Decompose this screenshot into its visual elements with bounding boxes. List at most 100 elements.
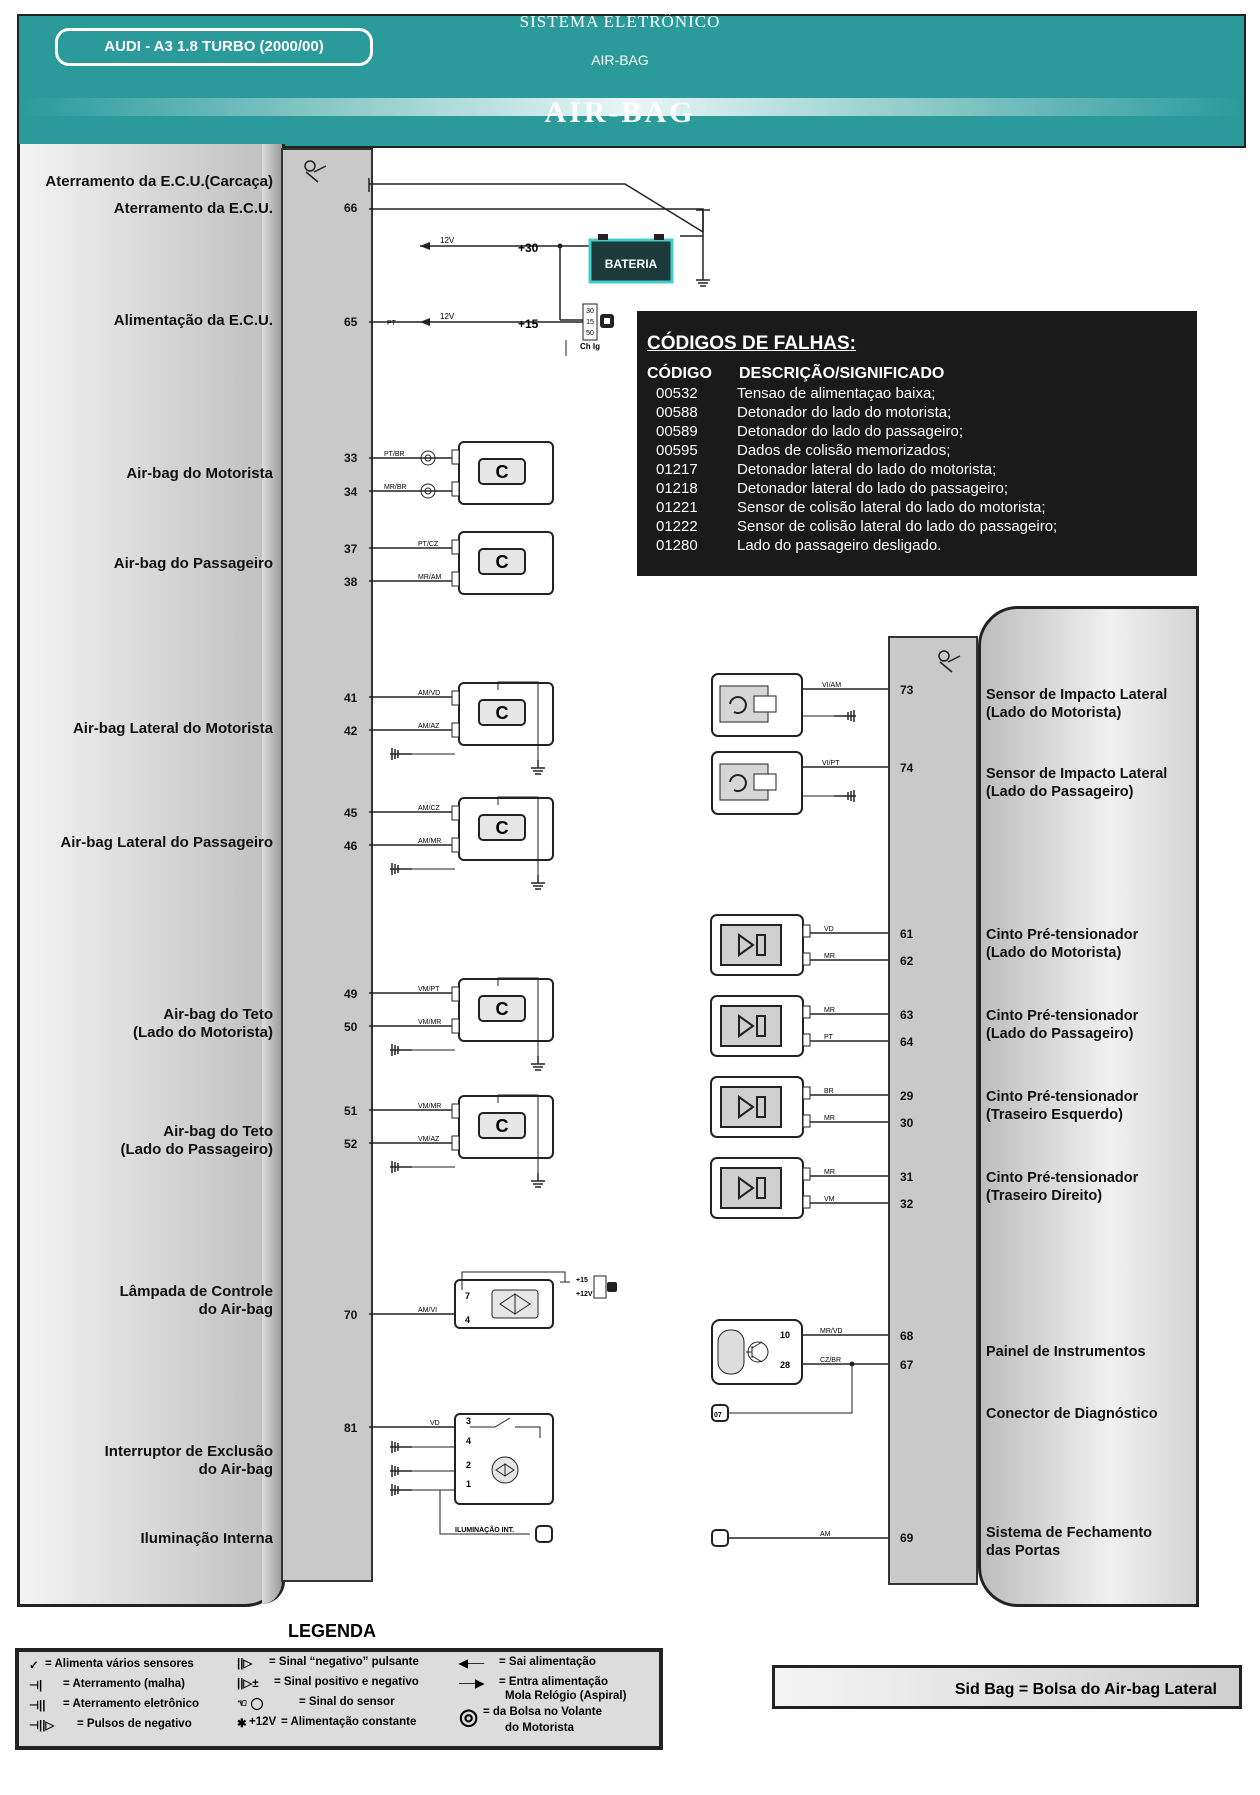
ign-pin-15: 15 (586, 319, 594, 326)
label-pretensioner-rear-right: Cinto Pré-tensionador(Traseiro Direito) (986, 1169, 1138, 1205)
battery-label: BATERIA (605, 257, 658, 271)
sidbag-note: Sid Bag = Bolsa do Air-bag Lateral (772, 1665, 1242, 1709)
fault-codes-box: CÓDIGOS DE FALHAS: CÓDIGO DESCRIÇÃO/SIGN… (637, 311, 1197, 576)
fault-desc: Detonador do lado do passageiro; (737, 423, 963, 440)
fault-desc: Lado do passageiro desligado. (737, 537, 942, 554)
pin-64: 64 (900, 1035, 914, 1049)
label-line-1: Sensor de Impacto Lateral (986, 687, 1168, 703)
wire-70: AM/VI (418, 1307, 437, 1314)
label-line-1: Air-bag do Teto (163, 1123, 273, 1140)
lamp-plus15: +15 (576, 1277, 588, 1284)
label-line-1: Air-bag do Teto (163, 1006, 273, 1023)
label-side-sensor-driver: Sensor de Impacto Lateral(Lado do Motori… (986, 686, 1167, 722)
ip-pin-10: 10 (780, 1330, 790, 1340)
roof-airbag-passenger (369, 1094, 554, 1188)
wire-41: AM/VD (418, 690, 440, 697)
pin-62: 62 (900, 954, 914, 968)
legend-check-icon: ✓ (29, 1660, 39, 1672)
pin-70: 70 (344, 1308, 358, 1322)
ecu-right-connector (888, 636, 978, 1585)
wire-68: MR/VD (820, 1328, 843, 1335)
wire-29: BR (824, 1088, 834, 1095)
plus15-label: +15 (518, 317, 539, 331)
pin-65: 65 (344, 315, 358, 329)
label-line-2: (Traseiro Direito) (986, 1188, 1103, 1204)
fault-code: 00595 (656, 442, 698, 459)
pin-38: 38 (344, 575, 358, 589)
fault-code: 00588 (656, 404, 698, 421)
roof-airbag-driver (369, 977, 554, 1071)
side-sensor-passenger (711, 751, 888, 815)
passenger-airbag (369, 531, 554, 595)
pin-67: 67 (900, 1358, 914, 1372)
wire-46: AM/MR (418, 838, 441, 845)
side-sensor-driver (711, 673, 888, 737)
legend-mesh-icon: ⊣| (29, 1680, 43, 1692)
label-line-2: (Lado do Motorista) (133, 1024, 273, 1041)
pin-52: 52 (344, 1137, 358, 1151)
wire-62: MR (824, 953, 835, 960)
warning-lamp (369, 1271, 617, 1329)
power-15-line (369, 318, 592, 326)
pin-30: 30 (900, 1116, 914, 1130)
switch-pin-2: 2 (466, 1460, 471, 1470)
label-pretensioner-rear-left: Cinto Pré-tensionador(Traseiro Esquerdo) (986, 1088, 1138, 1124)
left-label-panel (17, 144, 285, 1607)
label-line-1: Cinto Pré-tensionador (986, 1089, 1139, 1105)
legend-neg-pulse-icon: ||▷ (237, 1658, 253, 1670)
label-line-2: do Air-bag (198, 1461, 273, 1478)
wire-74: VI/PT (822, 760, 840, 767)
system-title: SISTEMA ELETRÔNICO (519, 12, 721, 31)
wire-61: VD (824, 926, 834, 933)
pin-81: 81 (344, 1421, 358, 1435)
legend-12v: +12V (249, 1716, 277, 1728)
label-driver-side-airbag: Air-bag Lateral do Motorista (72, 720, 273, 737)
pin-46: 46 (344, 839, 358, 853)
pretensioner-rear-right (710, 1157, 888, 1219)
pin-34: 34 (344, 485, 358, 499)
label-interior-light: Iluminação Interna (140, 1530, 273, 1547)
label-driver-airbag: Air-bag do Motorista (126, 465, 273, 482)
label-line-2: das Portas (986, 1543, 1061, 1559)
wire-67: CZ/BR (820, 1357, 841, 1364)
legend-item: = Sai alimentação (499, 1656, 596, 1668)
v12-label-1: 12V (440, 236, 455, 245)
legend-item: = Entra alimentação (499, 1676, 608, 1688)
wire-32: VM (824, 1196, 835, 1203)
pin-32: 32 (900, 1197, 914, 1211)
label-pretensioner-passenger: Cinto Pré-tensionador(Lado do Passageiro… (986, 1007, 1138, 1043)
wire-pt: PT (387, 320, 397, 327)
wire-31: MR (824, 1169, 835, 1176)
legend-item: Mola Relógio (Aspiral) (505, 1690, 627, 1702)
fault-desc: Tensao de alimentaçao baixa; (737, 385, 936, 402)
legend-item: do Motorista (505, 1722, 574, 1734)
pin-63: 63 (900, 1008, 914, 1022)
legend-item: = Alimenta vários sensores (45, 1658, 194, 1670)
system-subtitle: AIR-BAG (591, 52, 649, 68)
label-line-1: Interruptor de Exclusão (104, 1443, 273, 1460)
label-ecu-ground: Aterramento da E.C.U. (113, 200, 273, 217)
fault-desc: Detonador lateral do lado do motorista; (737, 461, 997, 478)
fault-codes-title: CÓDIGOS DE FALHAS: (647, 333, 857, 354)
fault-code: 00532 (656, 385, 698, 402)
label-line-2: do Air-bag (198, 1301, 273, 1318)
switch-pin-3: 3 (466, 1416, 471, 1426)
label-ecu-power: Alimentação da E.C.U. (113, 312, 273, 329)
passenger-side-airbag (369, 796, 554, 890)
driver-airbag (369, 441, 554, 505)
main-title: AIR-BAG (544, 96, 696, 129)
wire-30: MR (824, 1115, 835, 1122)
fault-codes-col-desc: DESCRIÇÃO/SIGNIFICADO (739, 365, 945, 382)
interior-light-label: ILUMINAÇÃO INT. (455, 1525, 514, 1534)
label-line-2: (Lado do Passageiro) (986, 1026, 1134, 1042)
pin-42: 42 (344, 724, 358, 738)
legend-item: = Sinal “negativo” pulsante (269, 1656, 419, 1668)
pin-69: 69 (900, 1531, 914, 1545)
pin-50: 50 (344, 1020, 358, 1034)
fault-desc: Dados de colisão memorizados; (737, 442, 951, 459)
pin-74: 74 (900, 761, 914, 775)
pin-41: 41 (344, 691, 358, 705)
